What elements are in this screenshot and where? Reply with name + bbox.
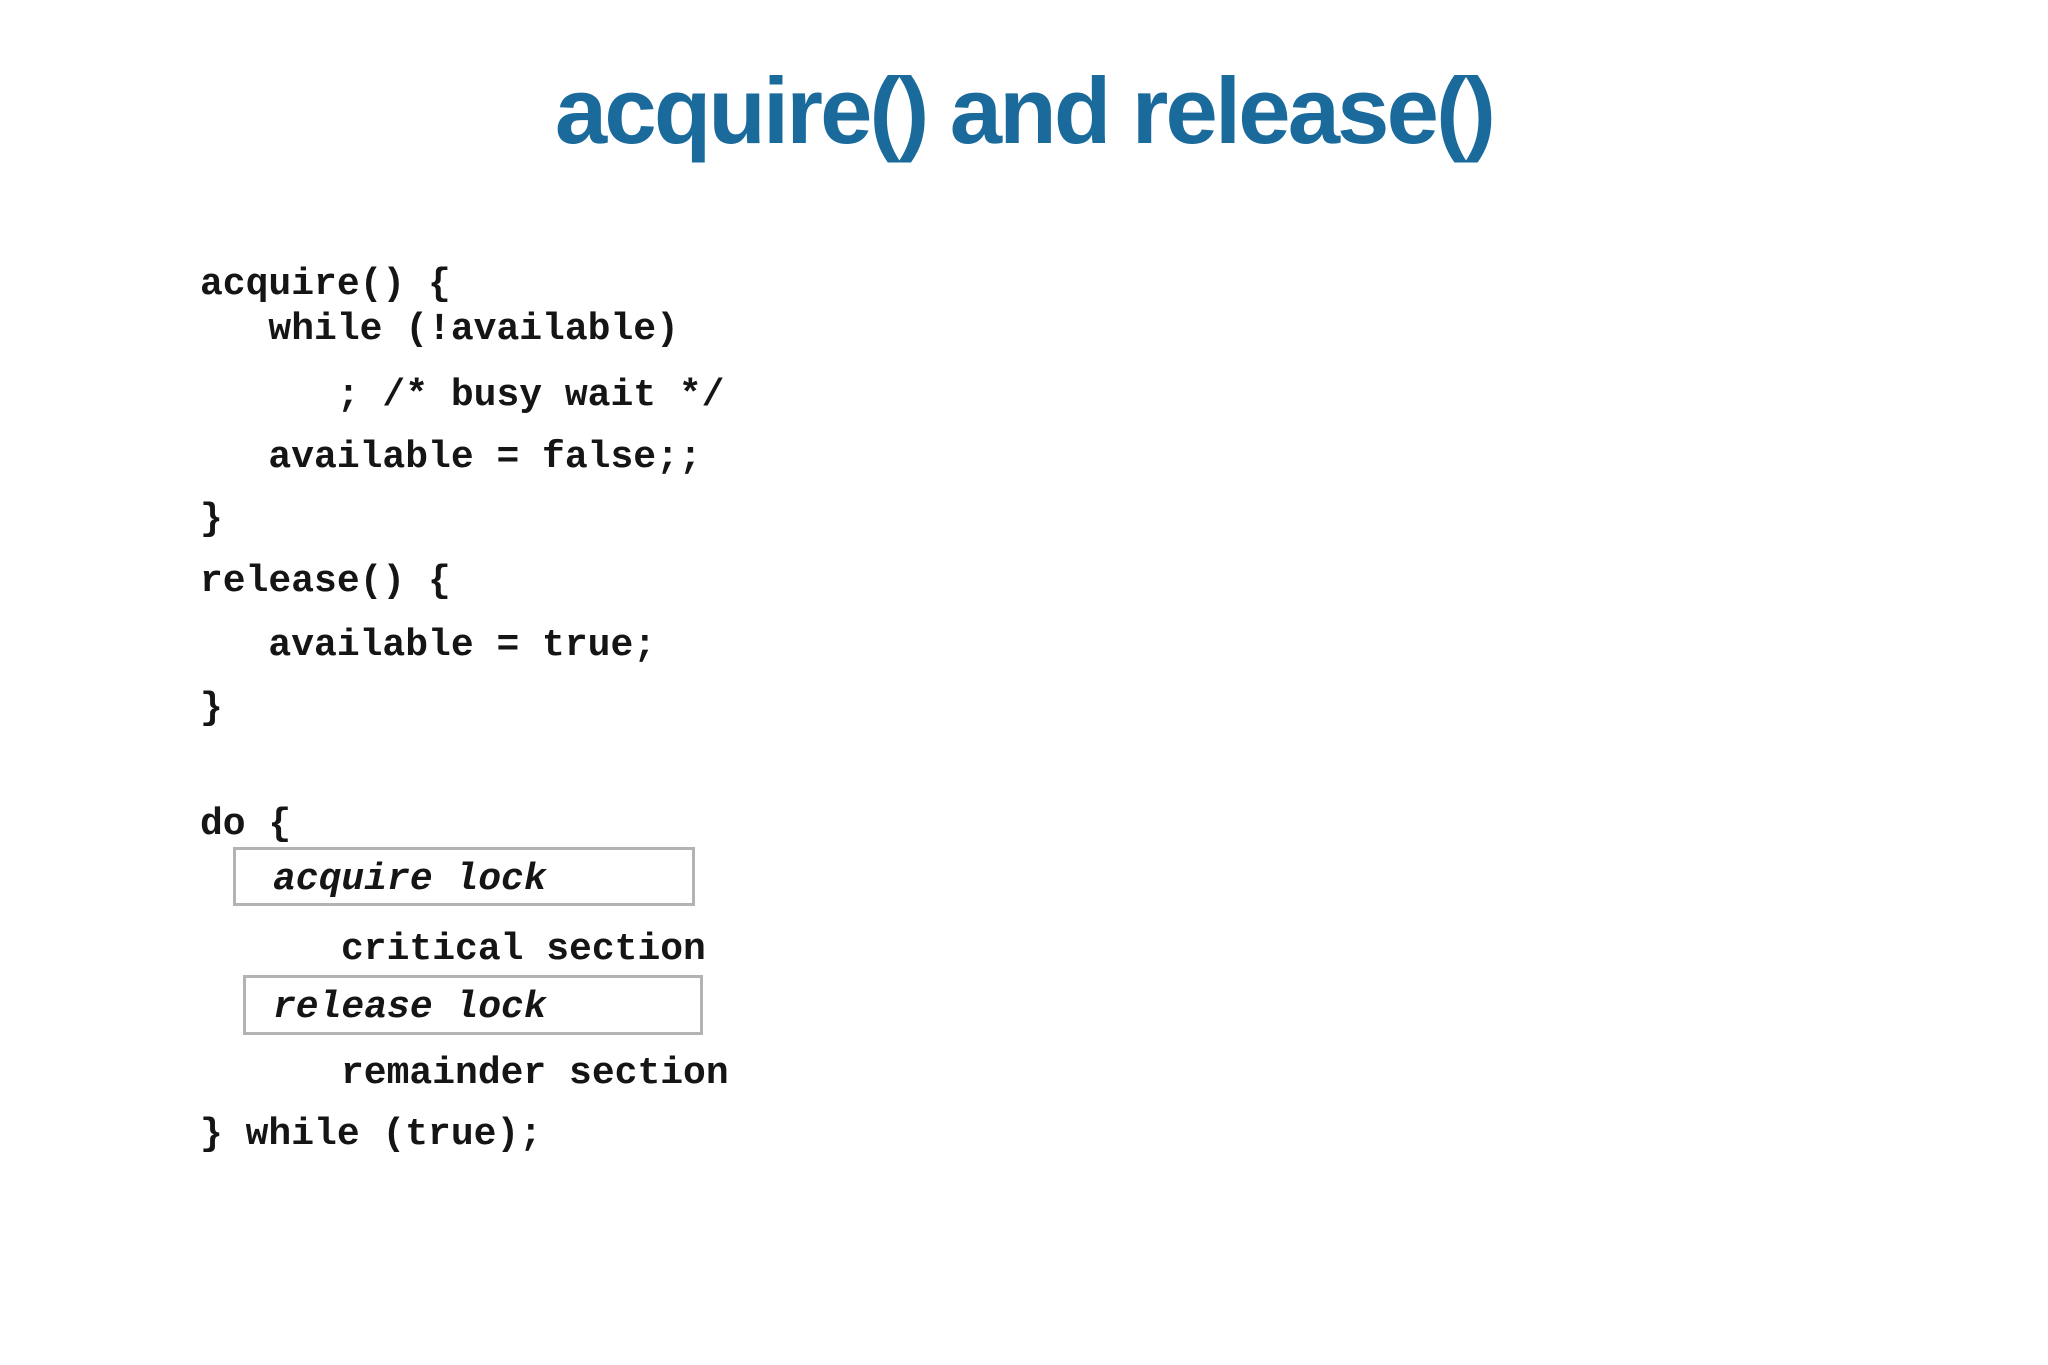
code-line-acquire-close: }: [200, 498, 223, 541]
code-line-release-open: release() {: [200, 560, 451, 603]
acquire-lock-label: acquire lock: [273, 857, 547, 901]
code-line-release-close: }: [200, 687, 223, 730]
code-line-available-false: available = false;;: [200, 436, 702, 479]
release-lock-label: release lock: [273, 986, 547, 1029]
code-line-available-true: available = true;: [200, 624, 657, 667]
acquire-lock-box: acquire lock: [233, 847, 695, 906]
code-line-acquire-open: acquire() {: [200, 263, 451, 306]
code-line-critical-section: critical section: [341, 928, 706, 971]
code-line-busy-wait: ; /* busy wait */: [200, 374, 725, 417]
code-line-do-open: do {: [200, 803, 292, 846]
code-line-remainder-section: remainder section: [341, 1052, 729, 1095]
code-line-while-close: } while (true);: [200, 1113, 543, 1156]
code-line-while-available: while (!available): [200, 308, 679, 351]
release-lock-box: release lock: [243, 975, 703, 1035]
slide-title: acquire() and release(): [554, 58, 1496, 163]
